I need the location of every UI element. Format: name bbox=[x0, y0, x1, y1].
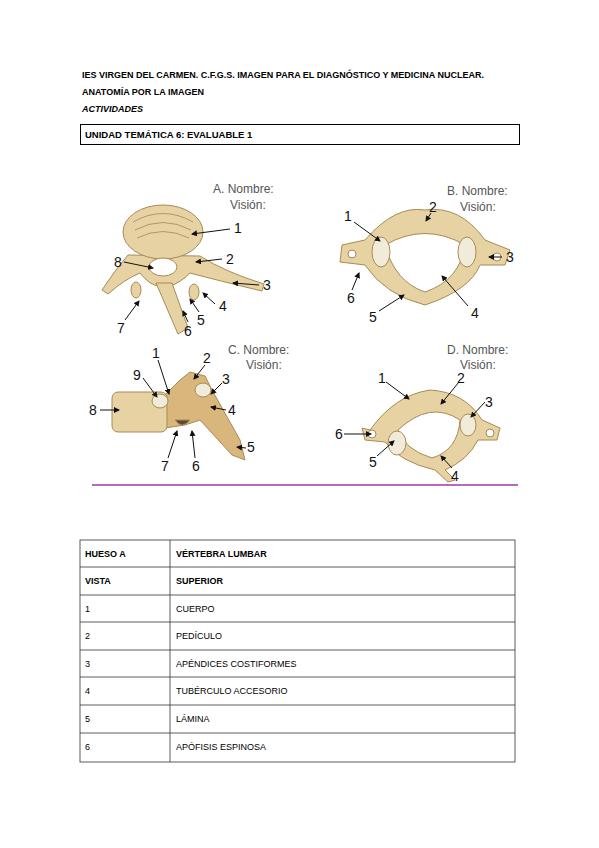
vertebra-c bbox=[112, 372, 245, 460]
callout-number: 1 bbox=[344, 208, 352, 224]
table-cell: PEDÍCULO bbox=[176, 631, 222, 641]
table-cell: 1 bbox=[85, 604, 90, 614]
callout-number: 3 bbox=[263, 277, 271, 293]
callout-number: 1 bbox=[378, 370, 386, 386]
callout-number: 1 bbox=[234, 220, 242, 236]
heading-text: UNIDAD TEMÁTICA 6: EVALUABLE 1 bbox=[85, 129, 252, 140]
header-line: IES VIRGEN DEL CARMEN. C.F.G.S. IMAGEN P… bbox=[82, 70, 484, 80]
figure-name-label: B. Nombre: bbox=[447, 185, 508, 199]
table-cell: TUBÉRCULO ACCESORIO bbox=[176, 686, 288, 696]
callout-number: 6 bbox=[192, 458, 200, 474]
table-cell: 5 bbox=[85, 714, 90, 724]
figure-name-label: A. Nombre: bbox=[213, 183, 274, 197]
table-cell: APÉNDICES COSTIFORMES bbox=[176, 659, 297, 669]
callout-number: 5 bbox=[197, 312, 205, 328]
callout-number: 1 bbox=[152, 345, 160, 361]
figure-view-label: Visión: bbox=[460, 201, 496, 215]
table-cell: LÁMINA bbox=[176, 714, 210, 724]
figure-view-label: Visión: bbox=[460, 359, 496, 373]
callout-number: 7 bbox=[161, 458, 169, 474]
table-cell: 6 bbox=[85, 742, 90, 752]
header-line: ACTIVIDADES bbox=[82, 104, 143, 114]
table-cell: VÉRTEBRA LUMBAR bbox=[176, 549, 267, 559]
table-grid bbox=[80, 540, 515, 762]
callout-number: 9 bbox=[133, 367, 141, 383]
callout-number: 3 bbox=[222, 371, 230, 387]
callout-number: 2 bbox=[226, 251, 234, 267]
table-cell: 2 bbox=[85, 631, 90, 641]
table-cell: 3 bbox=[85, 659, 90, 669]
vertebra-a bbox=[102, 205, 264, 334]
callout-number: 5 bbox=[247, 439, 255, 455]
table-cell: SUPERIOR bbox=[176, 576, 223, 586]
callout-number: 2 bbox=[429, 199, 437, 215]
table-cell: CUERPO bbox=[176, 604, 215, 614]
figure-name-label: C. Nombre: bbox=[228, 344, 289, 358]
callout-number: 4 bbox=[471, 305, 479, 321]
callout-number: 8 bbox=[89, 402, 97, 418]
callout-number: 4 bbox=[451, 468, 459, 484]
divider-line bbox=[92, 484, 518, 486]
callout-number: 2 bbox=[457, 370, 465, 386]
leader-lines bbox=[100, 213, 502, 468]
table-cell: 4 bbox=[85, 686, 90, 696]
table-cell: APÓFISIS ESPINOSA bbox=[176, 742, 266, 752]
table-cell: VISTA bbox=[85, 576, 111, 586]
vertebra-b bbox=[340, 209, 510, 305]
figure-view-label: Visión: bbox=[230, 199, 266, 213]
callout-number: 6 bbox=[184, 323, 192, 339]
vertebra-d bbox=[362, 390, 500, 482]
callout-number: 5 bbox=[369, 454, 377, 470]
figure-view-label: Visión: bbox=[246, 359, 282, 373]
figure-name-label: D. Nombre: bbox=[447, 344, 508, 358]
callout-number: 2 bbox=[203, 350, 211, 366]
table-cell: HUESO A bbox=[85, 549, 126, 559]
callout-number: 6 bbox=[335, 426, 343, 442]
callout-number: 4 bbox=[219, 298, 227, 314]
heading-box: UNIDAD TEMÁTICA 6: EVALUABLE 1 bbox=[80, 124, 520, 145]
callout-number: 3 bbox=[485, 394, 493, 410]
callout-number: 7 bbox=[117, 320, 125, 336]
header-line: ANATOMÍA POR LA IMAGEN bbox=[82, 87, 204, 97]
callout-number: 8 bbox=[114, 254, 122, 270]
callout-number: 5 bbox=[369, 309, 377, 325]
callout-number: 3 bbox=[506, 249, 514, 265]
callout-number: 6 bbox=[347, 290, 355, 306]
callout-number: 4 bbox=[228, 402, 236, 418]
